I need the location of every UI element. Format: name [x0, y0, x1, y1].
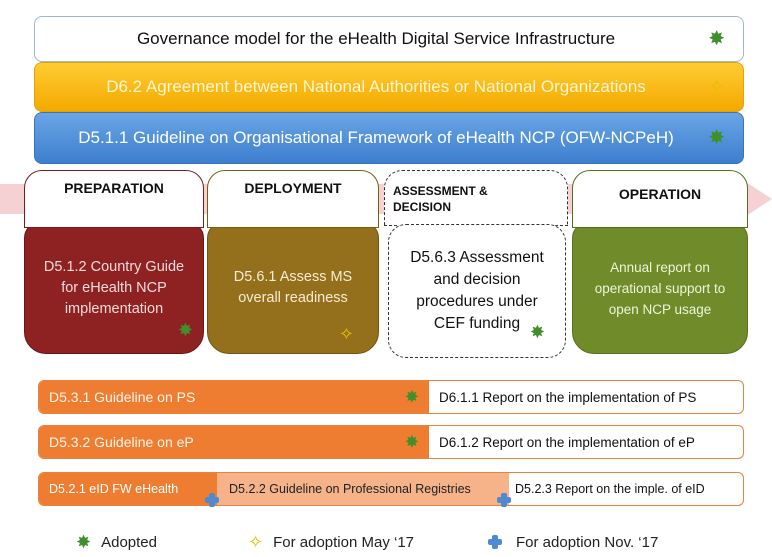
yellow-four-point-star-icon: ✧ — [248, 532, 264, 552]
legend-adopted-label: Adopted — [101, 533, 157, 551]
ep-guideline: D5.3.2 Guideline on eP ✸ — [39, 426, 429, 458]
ep-row: D5.3.2 Guideline on eP ✸ D6.1.2 Report o… — [38, 425, 744, 459]
assessment-deliverable: D5.6.3 Assessment and decision procedure… — [388, 224, 566, 358]
phase-assessment-title: ASSESSMENT & DECISION — [393, 184, 488, 214]
may-adoption-star-icon: ✧ — [708, 76, 725, 98]
nov-adoption-plus-icon — [205, 493, 219, 507]
eid-framework: D5.2.1 eID FW eHealth — [39, 473, 217, 505]
legend-may-label: For adoption May ‘17 — [273, 533, 415, 551]
eid-report: D5.2.3 Report on the imple. of eID — [509, 473, 743, 505]
ps-guideline: D5.3.1 Guideline on PS ✸ — [39, 381, 429, 413]
professional-registries-guideline: D5.2.2 Guideline on Professional Registr… — [217, 473, 509, 505]
operation-deliverable-text: Annual report on operational support to … — [594, 259, 726, 317]
adopted-star-icon: ✸ — [404, 387, 419, 407]
d62-banner: D6.2 Agreement between National Authorit… — [34, 62, 744, 112]
professional-registries-text: D5.2.2 Guideline on Professional Registr… — [229, 482, 471, 496]
adopted-star-icon: ✸ — [404, 432, 419, 452]
phase-deployment-title: DEPLOYMENT — [244, 180, 342, 196]
legend-may: ✧ For adoption May ‘17 — [248, 530, 414, 554]
d511-banner: D5.1.1 Guideline on Organisational Frame… — [34, 112, 744, 164]
governance-banner: Governance model for the eHealth Digital… — [34, 16, 744, 62]
ep-guideline-text: D5.3.2 Guideline on eP — [49, 434, 194, 450]
preparation-deliverable-text: D5.1.2 Country Guide for eHealth NCP imp… — [43, 258, 185, 317]
legend-adopted: ✸ Adopted — [76, 530, 157, 554]
adopted-star-icon: ✸ — [708, 28, 725, 50]
deployment-deliverable: D5.6.1 Assess MS overall readiness ✧ — [207, 222, 379, 354]
adopted-star-icon: ✸ — [529, 322, 545, 342]
ps-report: D6.1.1 Report on the implementation of P… — [439, 381, 696, 413]
deployment-deliverable-text: D5.6.1 Assess MS overall readiness — [233, 269, 353, 306]
ps-guideline-text: D5.3.1 Guideline on PS — [49, 389, 196, 405]
eid-report-text: D5.2.3 Report on the imple. of eID — [515, 482, 705, 496]
phase-deployment-header: DEPLOYMENT — [207, 170, 379, 228]
governance-banner-text: Governance model for the eHealth Digital… — [136, 29, 616, 48]
adopted-star-icon: ✸ — [177, 320, 193, 340]
d62-banner-text: D6.2 Agreement between National Authorit… — [106, 77, 646, 96]
d511-banner-text: D5.1.1 Guideline on Organisational Frame… — [78, 128, 674, 147]
ep-report-text: D6.1.2 Report on the implementation of e… — [439, 434, 695, 450]
phase-assessment-header: ASSESSMENT & DECISION — [384, 170, 568, 226]
ps-row: D5.3.1 Guideline on PS ✸ D6.1.1 Report o… — [38, 380, 744, 414]
preparation-deliverable: D5.1.2 Country Guide for eHealth NCP imp… — [24, 222, 204, 354]
may-adoption-star-icon: ✧ — [338, 324, 354, 344]
eid-row: D5.2.1 eID FW eHealth D5.2.2 Guideline o… — [38, 472, 744, 507]
operation-deliverable: Annual report on operational support to … — [572, 222, 748, 354]
phase-preparation-title: PREPARATION — [64, 180, 164, 196]
eid-framework-text: D5.2.1 eID FW eHealth — [49, 482, 179, 496]
phase-preparation-header: PREPARATION — [24, 170, 204, 228]
phase-operation-title: OPERATION — [618, 186, 702, 202]
green-star-burst-icon: ✸ — [76, 532, 92, 552]
blue-plus-icon — [488, 534, 504, 550]
phase-operation-header: OPERATION — [572, 170, 748, 228]
adopted-star-icon: ✸ — [708, 127, 725, 149]
nov-adoption-plus-icon — [497, 493, 511, 507]
ep-report: D6.1.2 Report on the implementation of e… — [439, 426, 695, 458]
legend-nov: For adoption Nov. ‘17 — [488, 530, 658, 554]
legend-nov-label: For adoption Nov. ‘17 — [516, 533, 659, 551]
ps-report-text: D6.1.1 Report on the implementation of P… — [439, 389, 697, 405]
assessment-deliverable-text: D5.6.3 Assessment and decision procedure… — [410, 249, 544, 332]
